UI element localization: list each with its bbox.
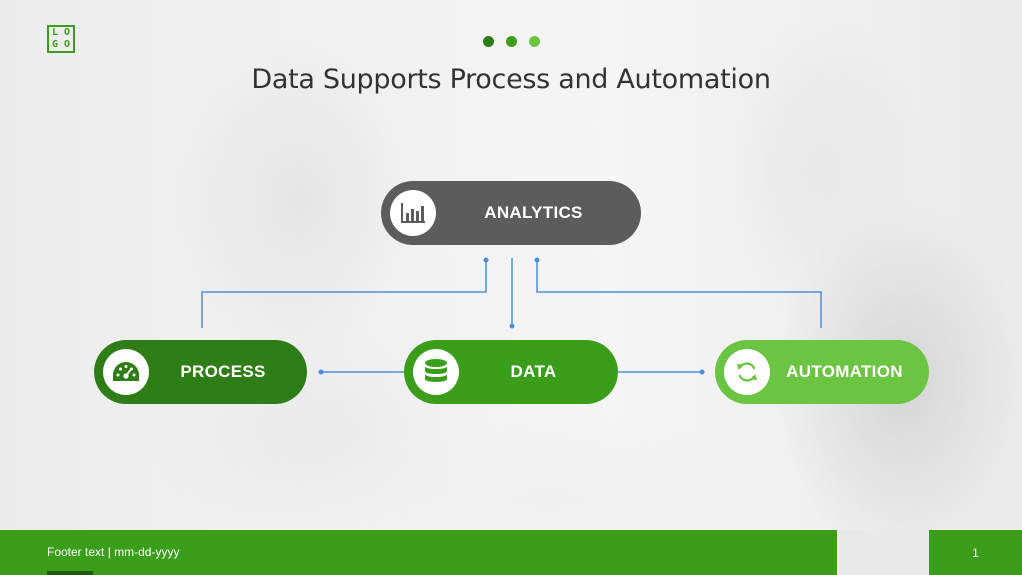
footer-text: Footer text | mm-dd-yyyy	[47, 545, 180, 559]
page-number-text: 1	[972, 545, 979, 560]
logo-letter: O	[63, 27, 71, 38]
refresh-icon	[737, 362, 757, 382]
connector-dot	[509, 323, 515, 329]
logo: L O G O	[47, 25, 75, 53]
analytics-icon-circle	[390, 190, 436, 236]
logo-letter: O	[63, 39, 71, 50]
analytics-node[interactable]: ANALYTICS	[381, 181, 641, 245]
pager-dots	[483, 36, 540, 47]
automation-label: AUTOMATION	[786, 362, 903, 381]
analytics-label: ANALYTICS	[484, 203, 583, 222]
footer-bar	[0, 530, 837, 575]
bar-chart-icon	[401, 203, 425, 223]
connector-analytics-automation	[536, 260, 822, 328]
process-node[interactable]: PROCESS	[94, 340, 307, 404]
page-number: 1	[929, 530, 1022, 575]
connector-dot	[699, 369, 705, 375]
pager-dot-1[interactable]	[483, 36, 494, 47]
logo-letter: L	[51, 27, 59, 38]
connector-dot	[318, 369, 324, 375]
logo-letter: G	[51, 39, 59, 50]
process-label: PROCESS	[180, 362, 266, 381]
automation-icon-circle	[724, 349, 770, 395]
connector-dot	[534, 257, 540, 263]
footer-accent	[47, 571, 93, 575]
automation-node[interactable]: AUTOMATION	[715, 340, 929, 404]
data-icon-circle	[413, 349, 459, 395]
database-icon	[425, 359, 447, 382]
background-photo	[0, 0, 1022, 530]
speedometer-icon	[113, 362, 139, 381]
process-icon-circle	[103, 349, 149, 395]
data-label: DATA	[510, 362, 557, 381]
pager-dot-3[interactable]	[529, 36, 540, 47]
connector-analytics-process	[201, 260, 487, 328]
data-node[interactable]: DATA	[404, 340, 618, 404]
connector-dot	[483, 257, 489, 263]
slide-title: Data Supports Process and Automation	[251, 64, 771, 95]
pager-dot-2[interactable]	[506, 36, 517, 47]
